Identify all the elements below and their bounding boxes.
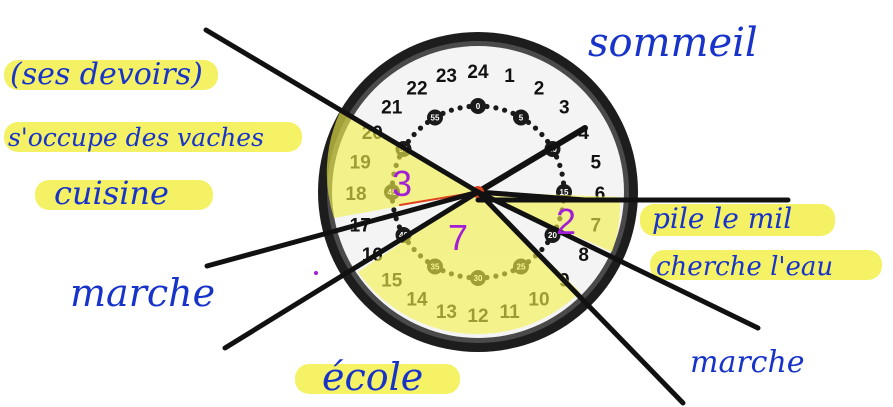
hour-number-22: 22 bbox=[406, 78, 427, 99]
minute-number: 5 bbox=[519, 114, 524, 123]
label-sommeil: sommeil bbox=[588, 20, 758, 66]
minute-tick bbox=[533, 126, 538, 131]
label-eau: cherche l'eau bbox=[656, 252, 833, 282]
minute-tick bbox=[510, 111, 515, 116]
minute-tick bbox=[561, 180, 566, 185]
minute-tick bbox=[412, 132, 417, 137]
slice-number-bottom: 7 bbox=[448, 217, 468, 258]
minute-tick bbox=[557, 163, 562, 168]
minute-marker-0: 0 bbox=[470, 98, 486, 114]
label-marche-left: marche bbox=[70, 271, 215, 315]
minute-tick bbox=[560, 172, 565, 177]
minute-tick bbox=[397, 224, 402, 229]
minute-tick bbox=[391, 207, 396, 212]
minute-tick bbox=[484, 104, 489, 109]
hour-number-3: 3 bbox=[559, 98, 570, 119]
minute-tick bbox=[545, 240, 550, 245]
label-cuisine: cuisine bbox=[54, 174, 169, 212]
minute-tick bbox=[425, 120, 430, 125]
minute-tick bbox=[493, 105, 498, 110]
minute-tick bbox=[458, 105, 463, 110]
minute-tick bbox=[418, 126, 423, 131]
minute-tick bbox=[539, 247, 544, 252]
minute-tick bbox=[539, 132, 544, 137]
hour-number-2: 2 bbox=[534, 78, 545, 99]
minute-tick bbox=[554, 154, 559, 159]
label-vaches: s'occupe des vaches bbox=[8, 123, 264, 152]
minute-number: 55 bbox=[431, 114, 440, 123]
minute-tick bbox=[440, 111, 445, 116]
hour-number-23: 23 bbox=[436, 66, 457, 87]
minute-tick bbox=[449, 108, 454, 113]
hour-number-8: 8 bbox=[578, 245, 589, 266]
label-ecole: école bbox=[322, 355, 423, 399]
minute-number: 0 bbox=[476, 102, 481, 111]
hour-number-1: 1 bbox=[504, 66, 515, 87]
label-mil: pile le mil bbox=[652, 202, 792, 235]
minute-tick bbox=[526, 120, 531, 125]
slice-number-right: 2 bbox=[556, 201, 576, 242]
label-marche-right: marche bbox=[690, 345, 805, 380]
slice-number-left: 3 bbox=[392, 163, 412, 204]
label-devoirs: (ses devoirs) bbox=[10, 57, 203, 92]
pen-dot bbox=[314, 271, 318, 275]
minute-tick bbox=[466, 104, 471, 109]
minute-tick bbox=[502, 108, 507, 113]
hour-number-5: 5 bbox=[591, 152, 602, 173]
hour-number-21: 21 bbox=[381, 98, 403, 119]
hour-number-24: 24 bbox=[467, 62, 489, 83]
minute-tick bbox=[545, 139, 550, 144]
minute-tick bbox=[406, 139, 411, 144]
